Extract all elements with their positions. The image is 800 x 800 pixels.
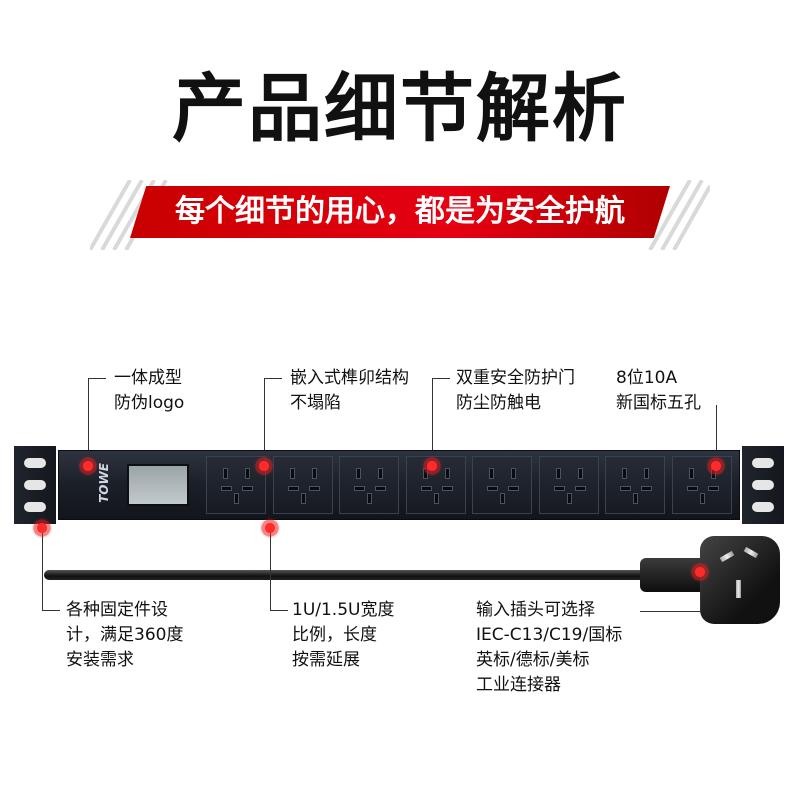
leader-line <box>432 378 450 379</box>
banner-stripes <box>90 180 710 250</box>
callout-mortise-line2: 不塌陷 <box>290 393 341 413</box>
outlet-socket <box>272 456 333 514</box>
highlight-dot <box>706 456 726 476</box>
callout-width: 1U/1.5U宽度 比例，长度 按需延展 <box>292 598 394 673</box>
callout-plug-line3: 英标/德标/美标 <box>476 650 590 670</box>
callout-width-line2: 比例，长度 <box>292 625 377 645</box>
callout-width-line3: 按需延展 <box>292 650 360 670</box>
leader-line <box>88 378 89 466</box>
callout-plug-line1: 输入插头可选择 <box>476 600 595 620</box>
highlight-dot <box>78 456 98 476</box>
subtitle-banner <box>130 186 670 238</box>
outlet-socket <box>538 456 599 514</box>
callout-mounting: 各种固定件设 计，满足360度 安装需求 <box>66 598 183 673</box>
leader-line <box>716 405 717 467</box>
callout-logo: 一体成型 防伪logo <box>114 366 184 416</box>
power-cord <box>44 570 656 580</box>
leader-line <box>640 611 700 612</box>
callout-mortise: 嵌入式榫卯结构 不塌陷 <box>290 366 409 416</box>
callout-mounting-line3: 安装需求 <box>66 650 134 670</box>
callout-outlets-line2: 新国标五孔 <box>616 393 701 413</box>
leader-line <box>700 582 701 612</box>
subtitle: 每个细节的用心，都是为安全护航 <box>175 194 625 229</box>
callout-plug: 输入插头可选择 IEC-C13/C19/国标 英标/德标/美标 工业连接器 <box>476 598 622 698</box>
outlet-socket <box>339 456 399 514</box>
callout-safety-door: 双重安全防护门 防尘防触电 <box>456 366 575 416</box>
page-title: 产品细节解析 <box>172 66 628 152</box>
callout-mounting-line1: 各种固定件设 <box>66 600 168 620</box>
leader-line <box>42 610 60 611</box>
leader-line <box>270 530 271 610</box>
leader-line <box>432 378 433 466</box>
callout-logo-line2: 防伪logo <box>114 393 185 413</box>
leader-line <box>264 378 265 466</box>
callout-safety-door-line2: 防尘防触电 <box>456 393 541 413</box>
callout-width-line1: 1U/1.5U宽度 <box>292 600 395 620</box>
leader-line <box>270 610 288 611</box>
mounting-ear-left <box>14 446 56 524</box>
leader-line <box>264 378 282 379</box>
brand-logo-text: TOWE <box>96 463 111 503</box>
highlight-dot <box>690 562 710 582</box>
highlight-dot <box>32 518 52 538</box>
outlet-socket <box>472 456 532 514</box>
callout-mortise-line1: 嵌入式榫卯结构 <box>290 368 409 388</box>
callout-plug-line4: 工业连接器 <box>476 675 561 695</box>
leader-line <box>88 378 106 379</box>
outlet-socket <box>605 456 665 514</box>
highlight-dot <box>260 518 280 538</box>
leader-line <box>42 530 43 610</box>
mounting-ear-right <box>742 446 784 524</box>
highlight-dot <box>254 456 274 476</box>
callout-plug-line2: IEC-C13/C19/国标 <box>476 625 623 645</box>
callout-safety-door-line1: 双重安全防护门 <box>456 368 575 388</box>
power-plug <box>700 536 780 624</box>
highlight-dot <box>422 456 442 476</box>
callout-outlets: 8位10A 新国标五孔 <box>616 366 701 416</box>
lcd-display <box>127 464 189 506</box>
callout-logo-line1: 一体成型 <box>114 368 182 388</box>
callout-mounting-line2: 计，满足360度 <box>66 625 184 645</box>
callout-outlets-line1: 8位10A <box>616 368 678 388</box>
